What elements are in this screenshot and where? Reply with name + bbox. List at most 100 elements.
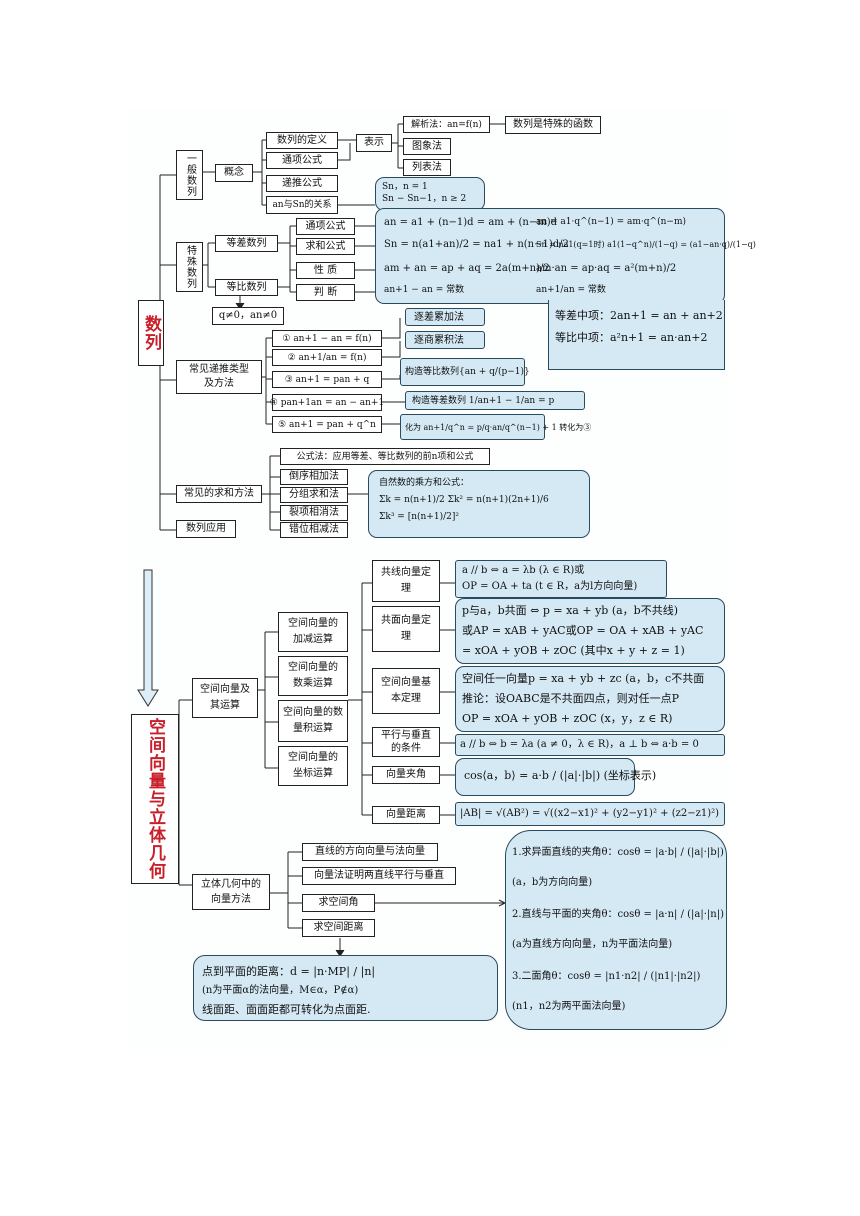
arithmetic-sequence-node: 等差数列 — [215, 235, 278, 252]
down-arrow-icon — [137, 569, 159, 707]
basic-theorem-1: 空间任一向量p = xa + yb + zc (a，b，c不共面 — [462, 672, 705, 685]
point-plane-note: (n为平面α的法向量，M∈α，P∉α) — [202, 985, 359, 996]
list-method-node: 列表法 — [403, 159, 451, 176]
vector-angle-node: 向量夹角 — [372, 766, 440, 784]
coplanar-formula-2: 或AP = xAB + yAC或OP = OA + xAB + yAC — [462, 624, 704, 637]
vector-dot-product-node: 空间向量的数量积运算 — [278, 700, 348, 742]
sequence-application-node: 数列应用 — [176, 520, 236, 538]
angle-line-plane-note: (a为直线方向向量，n为平面法向量) — [512, 939, 673, 950]
geometry-vector-methods-node: 立体几何中的向量方法 — [192, 874, 270, 910]
geo-formula-4: an+1/an = 常数 — [536, 285, 606, 295]
basic-theorem-box: 空间任一向量p = xa + yb + zc (a，b，c不共面 推论：设OAB… — [455, 666, 725, 732]
coplanar-theorem-node: 共面向量定理 — [372, 606, 440, 652]
space-distance-node: 求空间距离 — [302, 919, 375, 937]
angle-skew-note: (a，b为方向向量) — [512, 877, 593, 888]
power-sums-line-2: Σk³ = [n(n+1)/2]² — [379, 512, 459, 522]
analytic-method-node: 解析法：an=f(n) — [403, 116, 490, 133]
arith-mean: 等差中项：2an+1 = an + an+2 — [555, 309, 723, 322]
general-sequence-node: 一般数列 — [176, 150, 203, 200]
coplanar-formula-1: p与a，b共面 ⇔ p = xa + yb (a，b不共线) — [462, 604, 679, 617]
direction-normal-vector-node: 直线的方向向量与法向量 — [302, 843, 438, 861]
method-accumulate-quotient: 逐商累积法 — [405, 331, 485, 349]
arith-formula-2: Sn = n(a1+an)/2 = na1 + n(n−1)d/2 — [384, 239, 569, 250]
space-vector-ops-node: 空间向量及其运算 — [192, 678, 258, 718]
method-construct-arithmetic: 构造等差数列 1/an+1 − 1/an = p — [405, 391, 585, 410]
basic-theorem-2: 推论：设OABC是不共面四点，则对任一点P — [462, 692, 680, 705]
sum-grouping: 分组求和法 — [280, 487, 348, 503]
power-sums-box: 自然数的乘方和公式： Σk = n(n+1)/2 Σk² = n(n+1)(2n… — [368, 470, 590, 538]
coplanar-formula-3: = xOA + yOB + zOC (其中x + y + z = 1) — [462, 644, 685, 657]
angle-skew-lines: 1.求异面直线的夹角θ：cosθ = |a·b| / (|a|·|b|) — [512, 847, 724, 858]
space-angle-node: 求空间角 — [302, 894, 375, 912]
recurrence-types-node: 常见递推类型及方法 — [176, 360, 262, 394]
arith-formula-1: an = a1 + (n−1)d = am + (n−m)d — [384, 217, 558, 228]
basic-theorem-node: 空间向量基本定理 — [372, 668, 440, 714]
geometric-sequence-node: 等比数列 — [215, 279, 278, 296]
geo-formula-3: am·an = ap·aq = a²(m+n)/2 — [536, 263, 677, 274]
method-transform-to-3: 化为 an+1/q^n = p/q·an/q^(n−1) + 1 转化为③ — [400, 414, 591, 440]
sequence-formulas-box: an = a1 + (n−1)d = am + (n−m)d Sn = n(a1… — [375, 208, 756, 304]
vector-scalar-mult-node: 空间向量的数乘运算 — [278, 656, 348, 696]
recurrence-type-3: ③ an+1 = pan + q — [272, 371, 382, 388]
sequence-definition-node: 数列的定义 — [266, 132, 338, 149]
an-sn-case-2: Sn − Sn−1，n ≥ 2 — [382, 194, 467, 204]
power-sums-line-1: Σk = n(n+1)/2 Σk² = n(n+1)(2n+1)/6 — [379, 495, 549, 505]
recurrence-type-5: ⑤ an+1 = pan + q^n — [272, 416, 382, 433]
prove-parallel-perp-node: 向量法证明两直线平行与垂直 — [302, 867, 456, 885]
recursive-formula-node: 递推公式 — [266, 175, 338, 192]
arith-formula-3: am + an = ap + aq = 2a(m+n)/2 — [384, 263, 550, 274]
recurrence-type-1: ① an+1 − an = f(n) — [272, 330, 382, 347]
sub-sum-formula: 求和公式 — [296, 238, 355, 255]
geo-formula-1: an = a1·q^(n−1) = am·q^(n−m) — [536, 217, 686, 227]
recurrence-type-2: ② an+1/an = f(n) — [272, 349, 382, 366]
angle-formula: cos⟨a，b⟩ = a·b / (|a|·|b|) (坐标表示) — [455, 758, 656, 796]
vector-distance-node: 向量距离 — [372, 806, 440, 824]
collinear-formula-box: a // b ⇔ a = λb (λ ∈ R)或 OP = OA + ta (t… — [455, 560, 667, 598]
sum-shift-subtract: 错位相减法 — [280, 522, 348, 538]
recurrence-type-4: ④ pan+1an = an − an+1 — [270, 394, 384, 411]
graph-method-node: 图象法 — [403, 138, 451, 155]
sum-reverse-add: 倒序相加法 — [280, 469, 348, 485]
sequence-title: 数列 — [138, 300, 164, 366]
an-sn-case-1: Sn，n = 1 — [382, 182, 428, 192]
sub-general-term: 通项公式 — [296, 218, 355, 235]
concept-node: 概念 — [215, 164, 253, 182]
basic-theorem-3: OP = xOA + yOB + zOC (x，y，z ∈ R) — [462, 712, 673, 725]
special-function-note: 数列是特殊的函数 — [505, 116, 601, 134]
vector-add-sub-node: 空间向量的加减运算 — [278, 612, 348, 652]
point-plane-distance-box: 点到平面的距离：d = |n·MP| / |n| (n为平面α的法向量，M∈α，… — [193, 955, 498, 1021]
dihedral-angle: 3.二面角θ：cosθ = |n1·n2| / (|n1|·|n2|) — [512, 971, 701, 982]
representation-node: 表示 — [356, 134, 392, 152]
sub-judgement: 判 断 — [296, 284, 355, 301]
arith-formula-4: an+1 − an = 常数 — [384, 285, 465, 295]
distance-formula: |AB| = √(AB²) = √((x2−x1)² + (y2−y1)² + … — [455, 802, 725, 826]
distance-conversion-note: 线面距、面面距都可转化为点面距. — [202, 1003, 371, 1016]
sum-telescoping: 裂项相消法 — [280, 505, 348, 521]
method-accumulate-difference: 逐差累加法 — [405, 308, 485, 326]
angle-line-plane: 2.直线与平面的夹角θ：cosθ = |a·n| / (|a|·|n|) — [512, 909, 724, 920]
an-sn-formula-box: Sn，n = 1 Sn − Sn−1，n ≥ 2 — [375, 177, 485, 211]
vector-geometry-title: 空间向量与立体几何 — [131, 714, 179, 884]
sub-properties: 性 质 — [296, 262, 355, 279]
geo-formula-2: Sn = na1(q=1时) a1(1−q^n)/(1−q) = (a1−an·… — [536, 240, 756, 249]
method-construct-geometric: 构造等比数列{an + q/(p−1)} — [400, 358, 530, 386]
vector-coordinate-node: 空间向量的坐标运算 — [278, 746, 348, 786]
collinear-formula-1: a // b ⇔ a = λb (λ ∈ R)或 — [462, 565, 585, 576]
q-condition-node: q≠0，an≠0 — [212, 307, 284, 325]
an-sn-relation-node: an与Sn的关系 — [266, 196, 338, 214]
mean-terms-box: 等差中项：2an+1 = an + an+2 等比中项：a²n+1 = an·a… — [548, 300, 725, 370]
power-sums-title: 自然数的乘方和公式： — [379, 478, 470, 488]
sum-methods-node: 常见的求和方法 — [176, 485, 262, 503]
general-term-node: 通项公式 — [266, 152, 338, 169]
collinear-theorem-node: 共线向量定理 — [372, 560, 440, 602]
special-sequence-node: 特殊数列 — [176, 242, 203, 292]
parallel-perp-formula: a // b ⇔ b = λa (a ≠ 0，λ ∈ R)，a ⊥ b ⇔ a·… — [455, 734, 725, 756]
dihedral-note: (n1，n2为两平面法向量) — [512, 1001, 626, 1012]
collinear-formula-2: OP = OA + ta (t ∈ R，a为l方向向量) — [462, 581, 638, 592]
point-plane-formula: 点到平面的距离：d = |n·MP| / |n| — [202, 965, 376, 978]
coplanar-formula-box: p与a，b共面 ⇔ p = xa + yb (a，b不共线) 或AP = xAB… — [455, 598, 725, 664]
space-angle-formulas-box: 1.求异面直线的夹角θ：cosθ = |a·b| / (|a|·|b|) (a，… — [505, 830, 727, 1030]
parallel-perpendicular-node: 平行与垂直的条件 — [372, 727, 440, 757]
geo-mean: 等比中项：a²n+1 = an·an+2 — [555, 331, 708, 344]
